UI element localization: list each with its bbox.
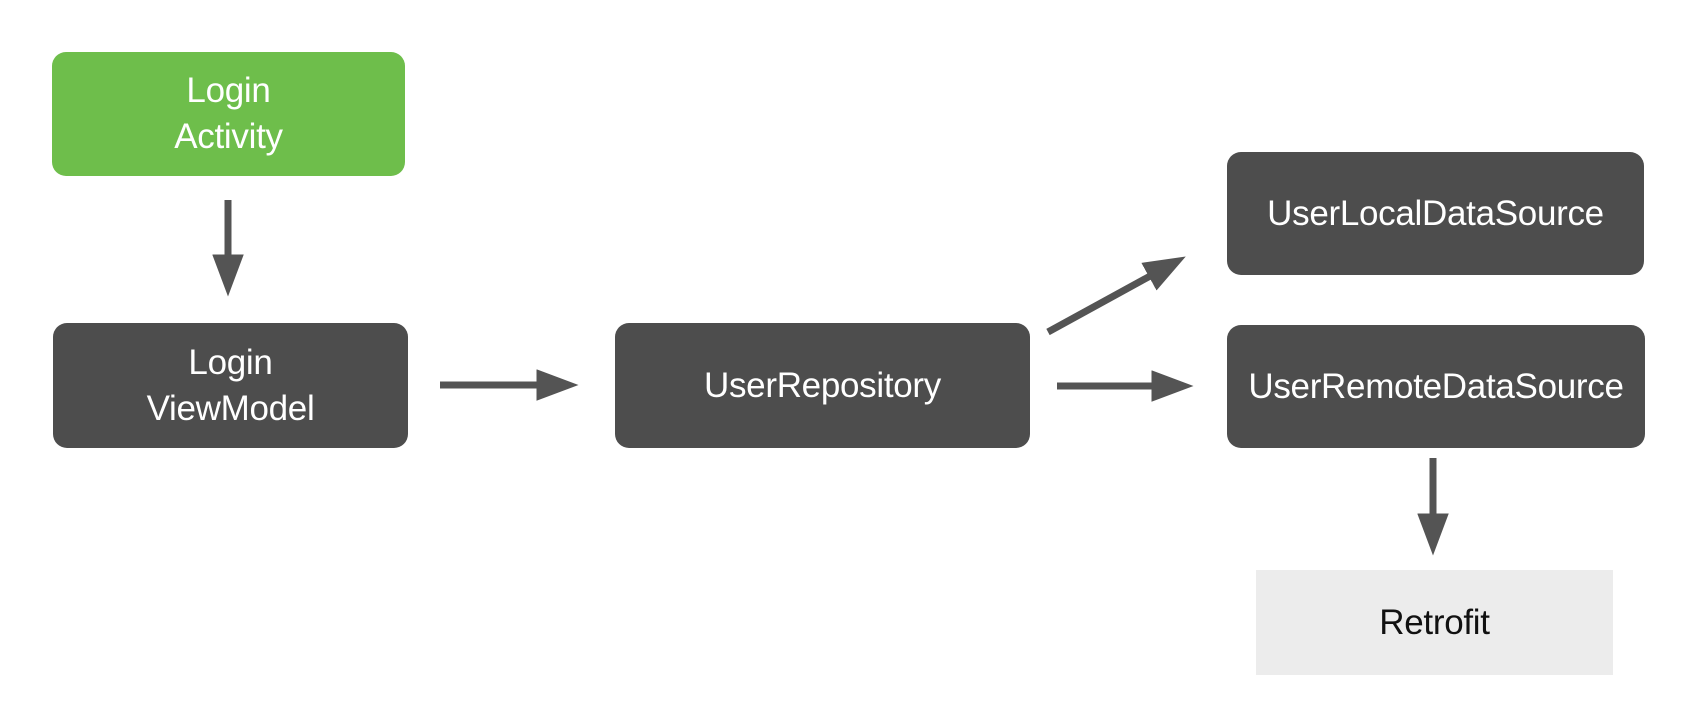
arrow-user-repository-to-user-local-data-source [1046, 256, 1186, 336]
node-login-activity: Login Activity [52, 52, 405, 176]
node-user-remote-data-source: UserRemoteDataSource [1227, 325, 1645, 448]
node-user-local-data-source: UserLocalDataSource [1227, 152, 1644, 275]
node-user-repository: UserRepository [615, 323, 1030, 448]
node-retrofit: Retrofit [1256, 570, 1613, 675]
node-login-viewmodel: Login ViewModel [53, 323, 408, 448]
